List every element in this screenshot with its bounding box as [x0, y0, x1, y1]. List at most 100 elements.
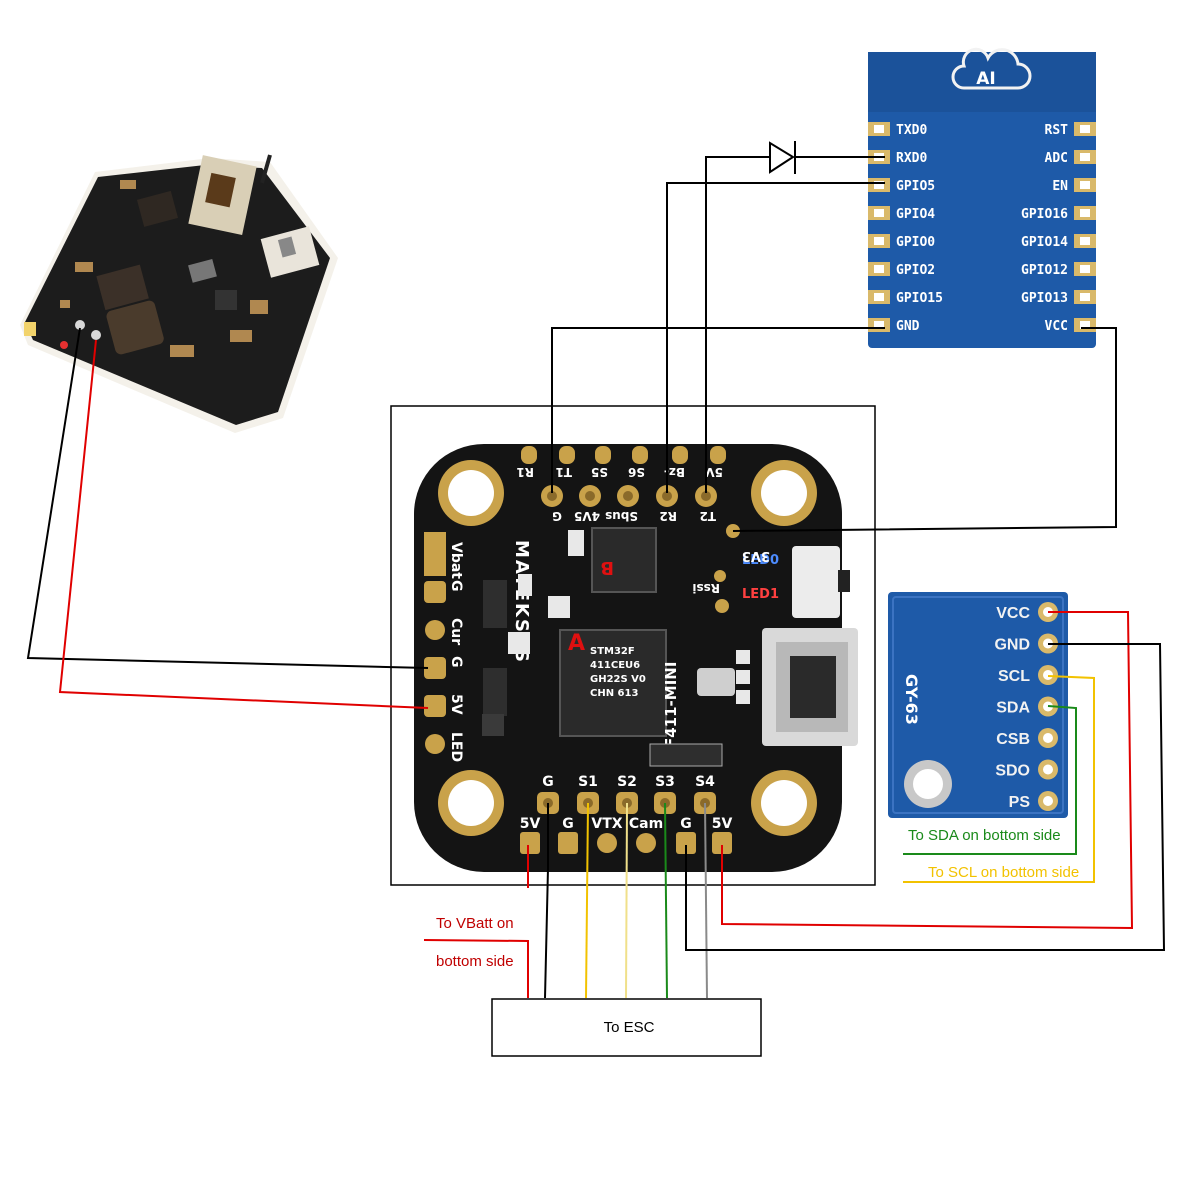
- wire-gy-vcc: [721, 611, 1134, 930]
- fc-pad-label: G: [562, 816, 574, 832]
- rssi-label: Rssi: [692, 581, 720, 595]
- fc-pad-label: G: [448, 580, 464, 592]
- fc-pad-label: S6: [628, 465, 645, 479]
- wire-vtx-ground: [26, 327, 429, 669]
- fc-pad: [520, 832, 540, 854]
- esp-module: AI TXD0RXD0GPIO5GPIO4GPIO0GPIO2GPIO15GND…: [868, 47, 1096, 348]
- esp-pad-hole: [874, 209, 884, 217]
- gy63-pin-label: SDA: [996, 700, 1030, 717]
- wire-esc-s4: [704, 802, 708, 999]
- capacitor: [508, 632, 530, 654]
- fc-pad: [676, 832, 696, 854]
- regulator: [483, 668, 507, 716]
- esp-pad-hole: [874, 293, 884, 301]
- gy63-pin-label: SDO: [995, 763, 1030, 780]
- fc-pad-center: [623, 491, 633, 501]
- capacitor: [649, 743, 723, 767]
- usb-connector: [762, 628, 858, 746]
- fc-pad: [559, 446, 575, 464]
- gy63-pad-hole: [1043, 733, 1053, 743]
- esp-pad-hole: [874, 125, 884, 133]
- esp-pad-hole: [1080, 293, 1090, 301]
- chip-text: CHN 613: [590, 688, 638, 699]
- esp-pad-hole: [874, 237, 884, 245]
- fc-pad-label: Cur: [448, 618, 464, 645]
- gy63-pin-label: CSB: [996, 731, 1030, 748]
- marker-b: B: [600, 557, 614, 578]
- fc-pad-label: Vbat: [448, 542, 464, 579]
- pad-rssi: [715, 599, 729, 613]
- note-scl: To SCL on bottom side: [928, 864, 1079, 881]
- esp-pin-label: GPIO14: [1021, 235, 1068, 250]
- wire-esp-vcc: [732, 327, 1117, 532]
- fc-pad-label: T1: [555, 465, 572, 479]
- wire-vtx-power: [58, 339, 429, 709]
- fc-pad: [558, 832, 578, 854]
- fc-pad-label: G: [542, 774, 554, 790]
- fc-pad-label: G: [680, 816, 692, 832]
- esp-pad-hole: [1080, 265, 1090, 273]
- esp-pad-hole: [1080, 209, 1090, 217]
- esp-pin-label: GPIO5: [896, 179, 935, 194]
- fc-top-pads: [521, 446, 726, 507]
- fc-pad-label: S4: [695, 774, 715, 790]
- gy63-title: GY-63: [902, 674, 921, 725]
- fc-pad-label: S1: [578, 774, 598, 790]
- esp-pin-label: RXD0: [896, 151, 927, 166]
- wire-esc-s3: [664, 802, 668, 999]
- wire-gy-gnd: [685, 643, 1166, 951]
- wire-gpio5: [666, 182, 885, 493]
- fc-pad-label: R1: [516, 465, 534, 479]
- note-vbatt-line2: bottom side: [436, 953, 514, 970]
- fc-pad-label: Cam: [629, 816, 663, 832]
- fc-pad: [424, 657, 446, 679]
- esp-pin-label: ADC: [1045, 151, 1068, 166]
- gy63-pin-label: GND: [994, 637, 1030, 654]
- chip-text: GH22S V0: [590, 674, 646, 685]
- esp-pin-label: VCC: [1045, 319, 1068, 334]
- mounting-hole: [751, 460, 817, 526]
- capacitor: [548, 596, 570, 618]
- esp-pin-label: RST: [1045, 123, 1069, 138]
- diode-icon: [769, 141, 796, 174]
- gy63-pin-label: VCC: [996, 605, 1030, 622]
- esp-pad-hole: [874, 265, 884, 273]
- fc-pad-center: [701, 491, 711, 501]
- gy63-pad-hole: [1043, 670, 1053, 680]
- gy63-pin-label: PS: [1009, 794, 1031, 811]
- esp-pin-label: GPIO4: [896, 207, 935, 222]
- fc-left-pads: [424, 532, 446, 754]
- led1-label: LED1: [742, 587, 779, 602]
- fc-pad-label: VTX: [591, 816, 622, 832]
- esp-pin-label: GPIO0: [896, 235, 935, 250]
- esp-logo-text: AI: [976, 69, 995, 89]
- mounting-hole: [438, 770, 504, 836]
- fc-pad-label: T2: [699, 509, 716, 523]
- fc-pad: [425, 734, 445, 754]
- fc-pad-label: S2: [617, 774, 637, 790]
- mounting-hole: [438, 460, 504, 526]
- fc-pad: [425, 620, 445, 640]
- fc-pad-label: 5V: [520, 816, 541, 832]
- esc-label: To ESC: [604, 1019, 655, 1036]
- wire-gy-scl: [903, 675, 1095, 883]
- esp-pin-label: GND: [896, 319, 920, 334]
- fc-pad-center: [662, 491, 672, 501]
- esp-pin-label: GPIO16: [1021, 207, 1068, 222]
- esp-pin-label: EN: [1052, 179, 1068, 194]
- fc-pad-label: 4V5: [574, 509, 600, 523]
- fc-pad-center: [585, 491, 595, 501]
- fc-pad: [424, 581, 446, 603]
- led0-label: LED0: [742, 553, 779, 568]
- wire-vbatt: [423, 939, 529, 998]
- fc-pad-label: S5: [591, 465, 608, 479]
- wire-t2: [705, 156, 770, 493]
- fc-pad-center: [547, 491, 557, 501]
- esp-pad-hole: [1080, 125, 1090, 133]
- fc-pad-label: S3: [655, 774, 675, 790]
